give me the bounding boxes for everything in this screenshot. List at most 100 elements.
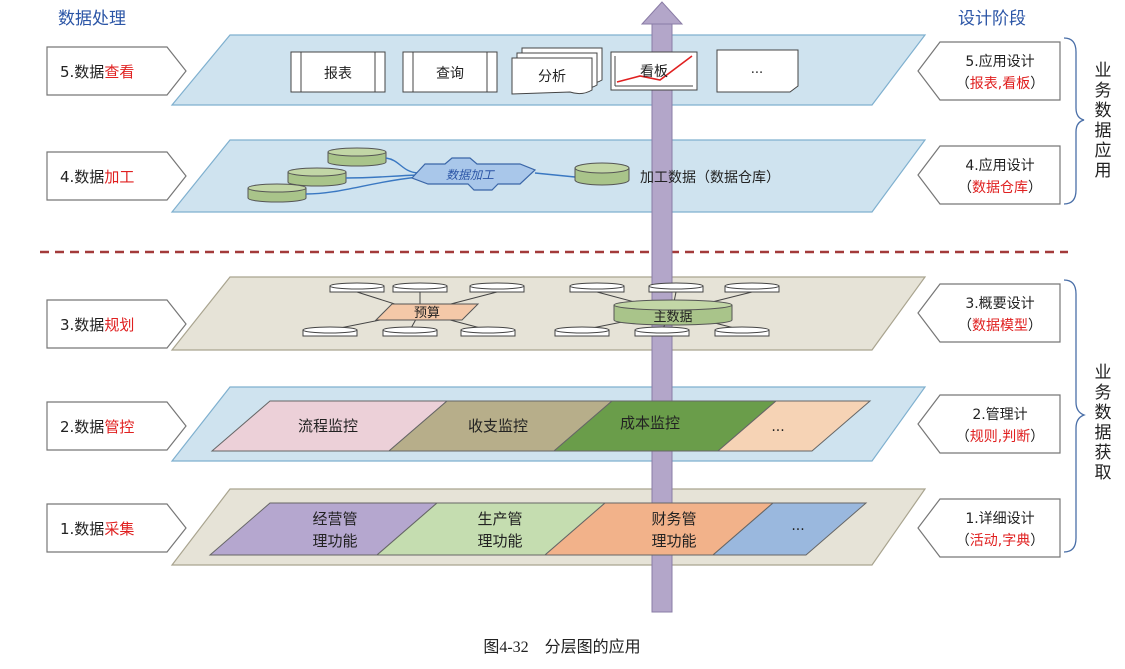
svg-text:（活动,字典）: （活动,字典） — [956, 533, 1044, 549]
process-shape: 数据加工 — [410, 157, 537, 191]
layer2-items — [210, 400, 872, 452]
right-label-1-hl: 活动,字典 — [970, 533, 1030, 549]
left-label-5-prefix: 5.数据 — [60, 63, 104, 81]
query-label: 查询 — [436, 66, 464, 82]
left-label-1-hl: 采集 — [104, 520, 134, 538]
master-data-label: 主数据 — [653, 310, 692, 325]
right-label-5: 5.应用设计 （报表,看板） — [917, 41, 1061, 101]
production-mgmt-line1: 生产管 — [477, 510, 522, 528]
left-label-5: 5.数据查看 — [46, 46, 187, 96]
svg-text:1.数据采集: 1.数据采集 — [60, 520, 134, 538]
upper-char-4: 据 — [1095, 121, 1112, 141]
left-label-2-prefix: 2.数据 — [60, 418, 104, 436]
svg-text:（规则,判断）: （规则,判断） — [956, 429, 1044, 445]
right-label-5-open: （ — [956, 76, 970, 92]
bracket-upper — [1063, 37, 1085, 205]
bracket-lower — [1063, 279, 1086, 553]
right-label-5-close: ） — [1030, 76, 1044, 92]
budget-model: 预算 — [302, 282, 525, 337]
source-links — [305, 157, 419, 195]
left-label-3-hl: 规划 — [104, 316, 134, 334]
upper-char-3: 数 — [1095, 101, 1112, 121]
right-label-2-close: ） — [1030, 429, 1044, 445]
more-label-2: ... — [771, 419, 784, 435]
left-label-2: 2.数据管控 — [46, 401, 187, 451]
right-label-4-open: （ — [958, 180, 972, 196]
more-doc: ... — [716, 49, 799, 93]
analysis-stack: 分析 — [511, 47, 603, 95]
right-label-2-open: （ — [956, 429, 970, 445]
right-label-2: 2.管理计 （规则,判断） — [917, 394, 1061, 454]
process-output-link — [534, 172, 576, 178]
right-label-2-title: 2.管理计 — [972, 407, 1027, 423]
bracket-lower-text: 业 务 数 据 获 取 — [1095, 363, 1112, 483]
svg-text:2.数据管控: 2.数据管控 — [60, 418, 134, 436]
flow-monitor-label: 流程监控 — [298, 417, 358, 435]
left-label-1: 1.数据采集 — [46, 503, 187, 553]
dashboard-label: 看板 — [640, 64, 668, 80]
master-data-model: 主数据 — [554, 282, 780, 337]
svg-text:（报表,看板）: （报表,看板） — [956, 76, 1044, 92]
left-label-4: 4.数据加工 — [46, 151, 187, 201]
right-label-4-close: ） — [1028, 180, 1042, 196]
svg-text:（数据模型）: （数据模型） — [958, 318, 1042, 334]
header-design-stage: 设计阶段 — [958, 9, 1026, 29]
lower-char-6: 取 — [1095, 463, 1112, 483]
right-label-1-open: （ — [956, 533, 970, 549]
operation-mgmt-line2: 理功能 — [312, 532, 357, 550]
right-label-5-title: 5.应用设计 — [965, 53, 1034, 70]
right-label-1: 1.详细设计 （活动,字典） — [917, 498, 1061, 558]
right-label-2-hl: 规则,判断 — [970, 429, 1030, 445]
cost-monitor-label: 成本监控 — [620, 414, 680, 432]
left-label-3-prefix: 3.数据 — [60, 316, 104, 334]
finance-mgmt-line1: 财务管 — [651, 510, 696, 528]
lower-char-3: 数 — [1095, 403, 1112, 423]
right-label-3-hl: 数据模型 — [972, 318, 1028, 334]
lower-char-1: 业 — [1095, 363, 1112, 383]
right-label-4-hl: 数据仓库 — [972, 180, 1028, 196]
report-label: 报表 — [324, 66, 352, 82]
right-label-3-title: 3.概要设计 — [965, 296, 1034, 312]
lower-char-2: 务 — [1095, 383, 1112, 403]
warehouse-database — [574, 162, 630, 186]
upper-char-6: 用 — [1095, 161, 1112, 181]
svg-text:5.数据查看: 5.数据查看 — [60, 63, 134, 81]
right-label-1-title: 1.详细设计 — [965, 511, 1034, 527]
left-label-1-prefix: 1.数据 — [60, 520, 104, 538]
upper-char-5: 应 — [1095, 141, 1112, 161]
production-mgmt-line2: 理功能 — [477, 532, 522, 550]
right-label-4: 4.应用设计 （数据仓库） — [917, 145, 1061, 205]
svg-text:（数据仓库）: （数据仓库） — [958, 180, 1042, 196]
lower-char-5: 获 — [1095, 443, 1112, 463]
figure-caption: 图4-32 分层图的应用 — [483, 637, 640, 656]
bracket-upper-text: 业 务 数 据 应 用 — [1095, 61, 1112, 181]
right-label-5-hl: 报表,看板 — [970, 76, 1030, 92]
left-label-4-prefix: 4.数据 — [60, 168, 104, 186]
left-label-4-hl: 加工 — [104, 168, 134, 186]
lower-char-4: 据 — [1095, 423, 1112, 443]
revenue-monitor-label: 收支监控 — [468, 417, 528, 435]
upper-char-2: 务 — [1095, 81, 1112, 101]
right-label-4-title: 4.应用设计 — [965, 157, 1034, 174]
dashboard-doc: 看板 — [610, 51, 698, 91]
process-label: 数据加工 — [446, 168, 495, 182]
more-label-5: ... — [751, 62, 763, 77]
budget-label: 预算 — [414, 306, 440, 321]
query-doc: 查询 — [402, 51, 498, 93]
left-label-2-hl: 管控 — [104, 418, 134, 436]
left-label-3: 3.数据规划 — [46, 299, 187, 349]
source-databases — [247, 147, 387, 203]
header-data-processing: 数据处理 — [58, 9, 126, 29]
upper-char-1: 业 — [1095, 61, 1112, 81]
more-label-1: ... — [791, 518, 804, 534]
layer1-items — [208, 502, 868, 556]
right-label-3-close: ） — [1028, 318, 1042, 334]
right-label-3-open: （ — [958, 318, 972, 334]
report-doc: 报表 — [290, 51, 386, 93]
right-label-3: 3.概要设计 （数据模型） — [917, 283, 1061, 343]
warehouse-label: 加工数据（数据仓库） — [640, 170, 780, 186]
svg-text:3.数据规划: 3.数据规划 — [60, 316, 134, 334]
right-label-1-close: ） — [1030, 533, 1044, 549]
analysis-label: 分析 — [538, 69, 566, 85]
